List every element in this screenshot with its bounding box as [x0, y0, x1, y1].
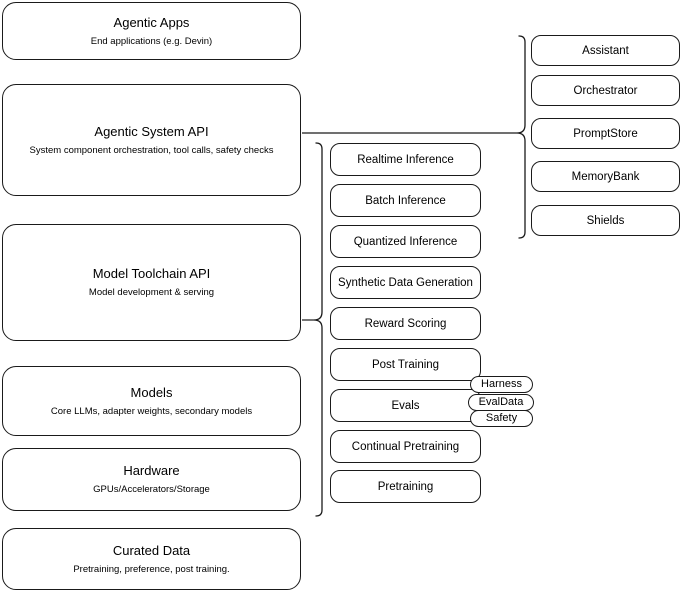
layer-box-model-toolchain-api[interactable]: Model Toolchain API Model development & …	[2, 224, 301, 341]
layer-box-models[interactable]: Models Core LLMs, adapter weights, secon…	[2, 366, 301, 436]
eval-pill-label: Harness	[481, 378, 522, 390]
layer-subtitle: GPUs/Accelerators/Storage	[93, 484, 210, 495]
eval-pill-safety[interactable]: Safety	[470, 410, 533, 427]
layer-title: Curated Data	[112, 542, 191, 558]
system-item-assistant[interactable]: Assistant	[531, 35, 680, 66]
toolchain-item-label: Quantized Inference	[353, 235, 458, 248]
toolchain-item-label: Batch Inference	[365, 194, 446, 207]
toolchain-item-label: Continual Pretraining	[351, 440, 460, 453]
layer-subtitle: Core LLMs, adapter weights, secondary mo…	[50, 405, 253, 417]
toolchain-item-label: Pretraining	[377, 480, 434, 493]
layer-subtitle: Pretraining, preference, post training.	[73, 563, 230, 575]
eval-pill-evaldata[interactable]: EvalData	[468, 394, 534, 411]
layer-box-agentic-system-api[interactable]: Agentic System API System component orch…	[2, 84, 301, 196]
toolchain-item-label: Post Training	[371, 358, 440, 371]
toolchain-item-evals[interactable]: Evals	[330, 389, 481, 422]
toolchain-item-realtime-inference[interactable]: Realtime Inference	[330, 143, 481, 176]
toolchain-item-batch-inference[interactable]: Batch Inference	[330, 184, 481, 217]
layer-title: Model Toolchain API	[92, 266, 211, 281]
toolchain-item-synthetic-data-generation[interactable]: Synthetic Data Generation	[330, 266, 481, 299]
toolchain-item-post-training[interactable]: Post Training	[330, 348, 481, 381]
toolchain-item-label: Reward Scoring	[364, 317, 447, 330]
system-item-promptstore[interactable]: PromptStore	[531, 118, 680, 149]
layer-box-agentic-apps[interactable]: Agentic Apps End applications (e.g. Devi…	[2, 2, 301, 60]
system-item-shields[interactable]: Shields	[531, 205, 680, 236]
system-item-memorybank[interactable]: MemoryBank	[531, 161, 680, 192]
layer-title: Models	[130, 384, 173, 400]
layer-box-hardware[interactable]: Hardware GPUs/Accelerators/Storage	[2, 448, 301, 511]
layer-subtitle: System component orchestration, tool cal…	[29, 144, 274, 156]
toolchain-item-reward-scoring[interactable]: Reward Scoring	[330, 307, 481, 340]
toolchain-item-pretraining[interactable]: Pretraining	[330, 470, 481, 503]
eval-pill-harness[interactable]: Harness	[470, 376, 533, 393]
layer-title: Hardware	[123, 463, 180, 478]
layer-subtitle: End applications (e.g. Devin)	[90, 35, 213, 47]
system-item-label: PromptStore	[573, 127, 638, 140]
layer-box-curated-data[interactable]: Curated Data Pretraining, preference, po…	[2, 528, 301, 590]
layer-subtitle: Model development & serving	[88, 287, 215, 298]
system-item-label: MemoryBank	[571, 170, 640, 183]
toolchain-item-label: Synthetic Data Generation	[338, 276, 473, 289]
system-item-orchestrator[interactable]: Orchestrator	[531, 75, 680, 106]
system-item-label: Shields	[586, 214, 625, 227]
system-item-label: Assistant	[582, 44, 629, 57]
eval-pill-label: Safety	[485, 412, 518, 424]
layer-title: Agentic System API	[94, 123, 209, 139]
toolchain-item-quantized-inference[interactable]: Quantized Inference	[330, 225, 481, 258]
layer-title: Agentic Apps	[113, 14, 190, 30]
eval-pill-label: EvalData	[478, 396, 524, 408]
system-item-label: Orchestrator	[573, 84, 638, 97]
toolchain-item-label: Evals	[391, 399, 420, 412]
toolchain-item-continual-pretraining[interactable]: Continual Pretraining	[330, 430, 481, 463]
toolchain-item-label: Realtime Inference	[357, 153, 454, 166]
